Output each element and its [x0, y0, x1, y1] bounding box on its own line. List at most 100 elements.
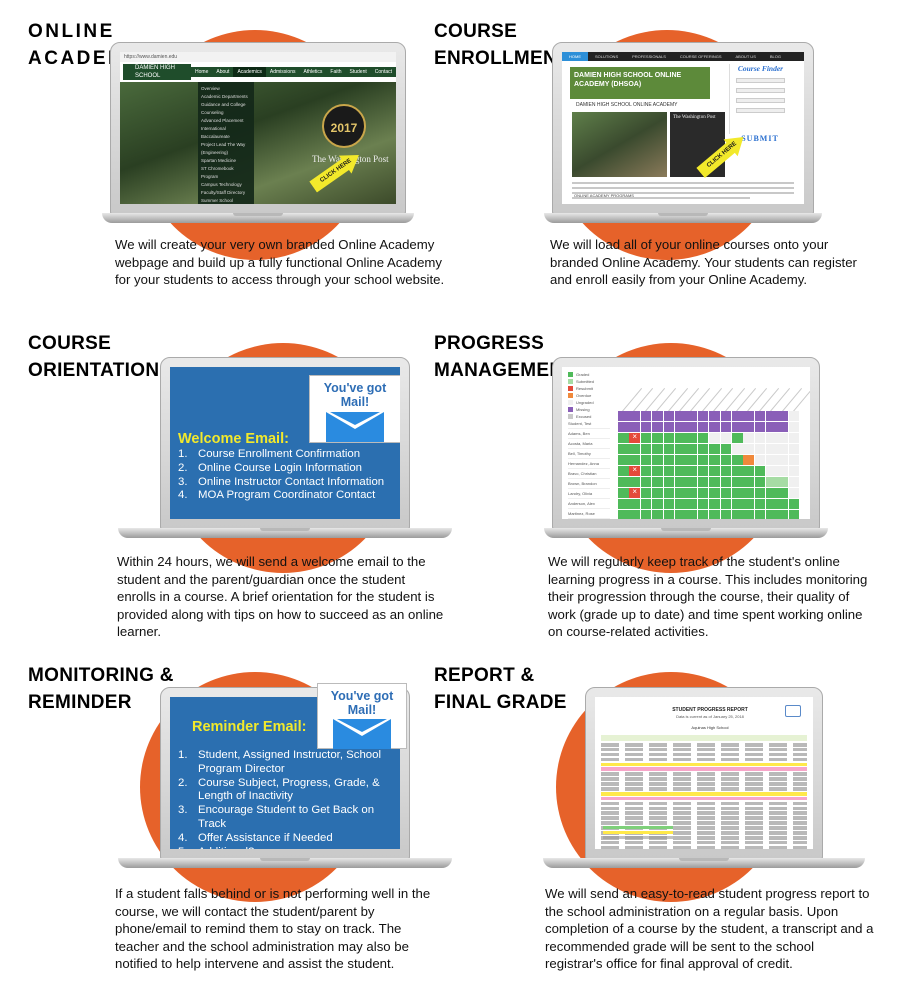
grid-cell: [766, 465, 777, 477]
grid-cell: [629, 421, 640, 433]
site-nav-item[interactable]: Contact: [374, 69, 392, 75]
grid-cell: [674, 509, 686, 519]
legend-swatch: [568, 407, 573, 412]
report-row: [601, 811, 807, 816]
dropdown-menu-item[interactable]: ST Chromebook Program: [201, 166, 234, 179]
student-name: Martinez, Rose: [568, 509, 610, 519]
list-text: Online Instructor Contact Information: [198, 475, 385, 488]
grid-cell: [754, 465, 766, 477]
legend-item: Overdue: [568, 392, 594, 399]
finder-select[interactable]: [736, 108, 785, 113]
grid-cell: [629, 411, 640, 422]
legend-item: Submitted: [568, 378, 594, 385]
site-nav-item[interactable]: Academics: [233, 67, 266, 77]
grid-cell: [652, 487, 663, 499]
course-finder-panel: Course Finder: [729, 64, 791, 134]
dropdown-menu-item[interactable]: Guidance and College Counseling: [201, 102, 246, 115]
laptop-base: [544, 528, 828, 538]
grid-cell: [754, 443, 766, 455]
grid-cell: [640, 476, 652, 488]
top-nav-item[interactable]: BLOG: [769, 54, 781, 59]
grid-cell: [618, 509, 629, 519]
grid-cell: [709, 454, 720, 466]
finder-select[interactable]: [736, 88, 785, 93]
grid-cell: [663, 421, 675, 433]
dropdown-menu-item[interactable]: Project Lead The Way (Engineering): [201, 142, 246, 155]
grid-cell: [720, 465, 732, 477]
site-nav-item[interactable]: Home: [195, 69, 209, 75]
grid-cell: [652, 421, 663, 433]
mail-notification: You've got Mail!: [309, 375, 400, 443]
dropdown-menu-item[interactable]: Overview: [201, 86, 220, 91]
report-school: Aquinas High School: [691, 725, 729, 730]
site-nav-item[interactable]: Student Life: [349, 69, 367, 85]
grid-cell: [731, 476, 743, 488]
dropdown-menu-item[interactable]: Spartan Medicine: [201, 158, 237, 163]
grid-cell: [766, 443, 777, 455]
dropdown-menu-item[interactable]: International Baccalaureate: [201, 126, 230, 139]
grid-cell: [754, 476, 766, 488]
site-nav-item[interactable]: Admissions: [269, 69, 296, 75]
grid-cell: [788, 498, 800, 510]
site-nav-item[interactable]: Athletics: [303, 69, 323, 75]
top-nav-item[interactable]: HOME: [562, 52, 588, 61]
email-list-item: 3.Online Instructor Contact Information: [178, 476, 400, 490]
grid-cell: [674, 476, 686, 488]
laptop-screen-frame: https://www.damien.edu DAMIEN HIGH SCHOO…: [110, 42, 406, 214]
grid-cell: [640, 421, 652, 433]
dropdown-menu-item[interactable]: Campus Technology: [201, 182, 242, 187]
grid-cell: [640, 498, 652, 510]
report-row: [601, 796, 807, 801]
grid-cell: [743, 443, 754, 455]
grid-cell: [652, 498, 663, 510]
grid-cell: [754, 421, 766, 433]
grid-cell: [686, 432, 697, 444]
site-nav-item[interactable]: Faith: [330, 69, 342, 75]
grid-cell: [777, 498, 789, 510]
grid-cell: [674, 443, 686, 455]
finder-select[interactable]: [736, 98, 785, 103]
grid-cell: [697, 476, 709, 488]
dropdown-menu-item[interactable]: Summer School: [201, 198, 234, 203]
list-text: Online Course Login Information: [198, 461, 362, 474]
section-title-course-orientation: COURSE ORIENTATION: [28, 333, 160, 381]
grid-cell: [754, 509, 766, 519]
list-text: Course Subject, Progress, Grade, & Lengt…: [198, 776, 380, 803]
section-description: We will load all of your online courses …: [550, 237, 857, 287]
finder-select[interactable]: [736, 78, 785, 83]
column-header-line: [633, 388, 654, 412]
submit-button[interactable]: SUBMIT: [741, 134, 779, 143]
top-nav-item[interactable]: SOLUTIONS: [595, 54, 619, 59]
grid-cell: [709, 476, 720, 488]
site-top-nav: HOME SOLUTIONS PROFESSIONALS COURSE OFFERIN…: [562, 52, 804, 61]
grid-cell: [709, 411, 720, 422]
top-nav-item[interactable]: ABOUT US: [735, 54, 756, 59]
grid-cell: [777, 465, 789, 477]
legend-label: Missing: [576, 407, 590, 412]
grid-cell: [629, 498, 640, 510]
legend-item: Graded: [568, 371, 594, 378]
report-row: [601, 801, 807, 806]
report-row: [601, 777, 807, 781]
report-row: [601, 743, 807, 747]
grid-cell: [686, 476, 697, 488]
grid-cell: [697, 509, 709, 519]
top-nav-item[interactable]: PROFESSIONALS: [632, 54, 666, 59]
grid-cell: [777, 432, 789, 444]
site-nav-item[interactable]: About Us: [216, 69, 230, 85]
report-row: [601, 757, 807, 762]
dropdown-menu-item[interactable]: Faculty/Staff Directory: [201, 190, 246, 195]
grid-cell: [766, 476, 777, 488]
report-row: [601, 747, 807, 752]
dropdown-menu-item[interactable]: Advanced Placement: [201, 118, 244, 123]
dropdown-menu-item[interactable]: Academic Departments: [201, 94, 248, 99]
grid-cell: [629, 432, 640, 444]
grid-cell: [618, 465, 629, 477]
top-nav-item[interactable]: COURSE OFFERINGS: [679, 54, 722, 59]
legend-item: Ungraded: [568, 399, 594, 406]
